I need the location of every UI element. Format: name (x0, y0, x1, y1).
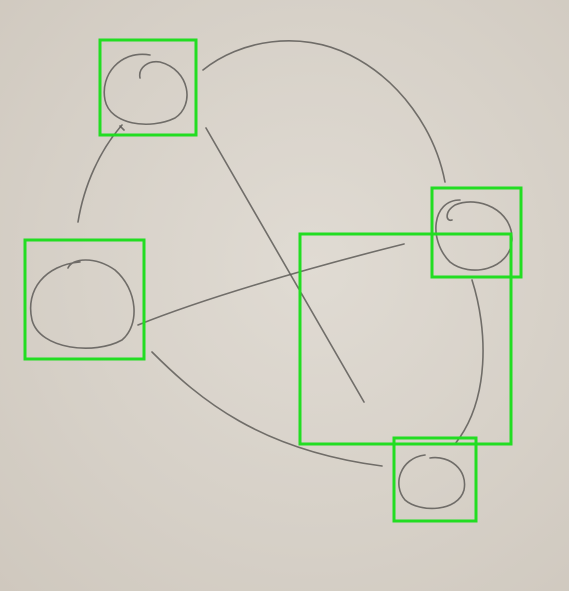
node-bottom-circle (398, 454, 466, 510)
node-left (29, 259, 135, 349)
edge-left-top-left-arrow (119, 125, 125, 131)
edge-left-right (137, 243, 405, 326)
node-top-left-circle (103, 53, 188, 125)
edge-top-left-center (205, 127, 365, 403)
box-crossing-region (298, 232, 513, 446)
node-bottom (398, 454, 466, 510)
edge-top-left-right (202, 40, 446, 183)
node-left-circle (29, 259, 135, 349)
edge-right-bottom (454, 279, 484, 445)
node-top-left (103, 53, 188, 125)
box-node-left (23, 238, 146, 361)
box-node-bottom (392, 436, 478, 523)
box-node-top-left (98, 38, 198, 137)
edge-left-bottom (151, 351, 383, 467)
edge-left-top-left (77, 124, 123, 223)
